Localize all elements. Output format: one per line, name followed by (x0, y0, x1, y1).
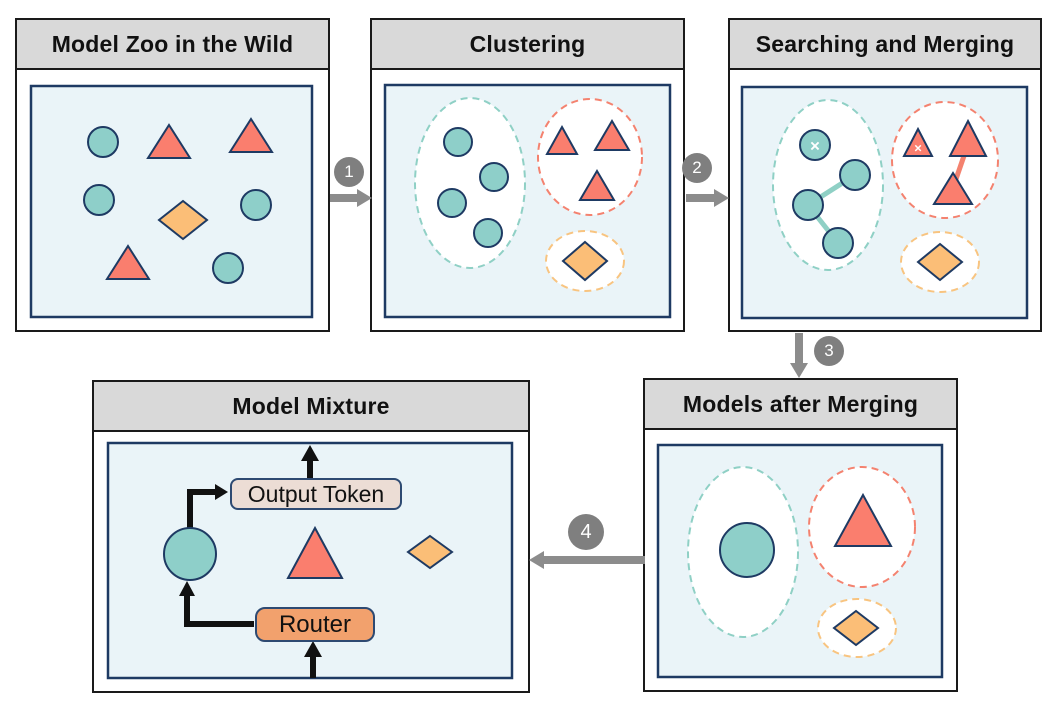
model-circle (792, 189, 824, 221)
panel-clustering-title: Clustering (372, 20, 683, 70)
panel-searching-merging-title: Searching and Merging (730, 20, 1040, 70)
removed-model-x-icon: × (810, 137, 820, 156)
model-zoo-drawing (29, 84, 314, 319)
step-arrow-3-head-icon (790, 363, 808, 378)
panel-model-mixture-body: Output Token Router (94, 432, 528, 691)
models-after-merging-drawing (656, 443, 944, 679)
model-diamond (916, 242, 964, 282)
router-box: Router (255, 607, 375, 642)
expert-model-circle (163, 527, 217, 581)
panel-model-zoo-title: Model Zoo in the Wild (17, 20, 328, 70)
panel-model-mixture: Model Mixture Output T (92, 380, 530, 693)
model-circle (443, 127, 473, 157)
model-circle-removed (799, 129, 831, 161)
flow-arrow-router-to-circle (184, 589, 254, 627)
model-triangle (593, 119, 631, 151)
step-arrow-2-head-icon (714, 189, 729, 207)
model-circle (83, 184, 115, 216)
model-circle (240, 189, 272, 221)
step-badge-3: 3 (814, 336, 844, 366)
model-diamond (157, 199, 209, 241)
model-circle (87, 126, 119, 158)
step-badge-1: 1 (334, 157, 364, 187)
panel-model-zoo: Model Zoo in the Wild (15, 18, 330, 332)
panel-searching-merging: Searching and Merging × × (728, 18, 1042, 332)
teal-cluster-ellipse (414, 97, 526, 269)
model-diamond (561, 240, 609, 282)
expert-model-diamond (406, 534, 454, 570)
merged-model-diamond (832, 609, 880, 647)
flow-arrow-circle-to-output (187, 489, 218, 528)
merged-model-circle (719, 522, 775, 578)
model-triangle (105, 244, 151, 280)
model-triangle (545, 124, 579, 155)
panel-clustering: Clustering (370, 18, 685, 332)
step-badge-4: 4 (568, 514, 604, 550)
searching-merging-drawing: × × (740, 85, 1029, 320)
panel-models-after-merging-title: Models after Merging (645, 380, 956, 430)
panel-model-mixture-title: Model Mixture (94, 382, 528, 432)
panel-clustering-body (372, 70, 683, 330)
panel-models-after-merging: Models after Merging (643, 378, 958, 692)
flow-arrowhead-up-icon (179, 581, 195, 596)
model-mixture-drawing (106, 441, 514, 680)
model-circle (839, 159, 871, 191)
model-triangle-removed (902, 126, 934, 157)
step-badge-2: 2 (682, 153, 712, 183)
output-token-box: Output Token (230, 478, 402, 510)
flow-arrowhead-up-icon (304, 641, 322, 657)
model-triangle (948, 118, 988, 157)
merged-model-triangle (833, 492, 893, 547)
removed-model-x-icon: × (914, 141, 922, 156)
panel-model-zoo-body (17, 70, 328, 330)
expert-model-triangle (286, 525, 344, 579)
model-triangle (932, 171, 974, 205)
model-circle (822, 227, 854, 259)
model-circle (212, 252, 244, 284)
model-circle (437, 188, 467, 218)
flow-arrowhead-up-icon (301, 445, 319, 461)
model-triangle (146, 123, 192, 159)
model-circle (479, 162, 509, 192)
model-circle (473, 218, 503, 248)
panel-searching-merging-body: × × (730, 70, 1040, 330)
model-triangle (578, 169, 616, 201)
clustering-drawing (383, 83, 672, 319)
step-arrow-4-head-icon (529, 551, 544, 569)
model-triangle (228, 117, 274, 153)
flow-arrowhead-right-icon (215, 484, 228, 500)
panel-models-after-merging-body (645, 430, 956, 690)
